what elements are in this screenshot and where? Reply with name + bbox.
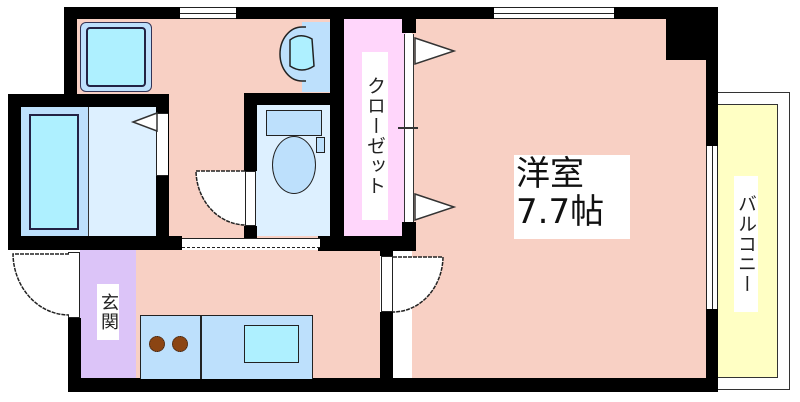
window-balcony-door[interactable] (706, 146, 718, 309)
western-room-label: 洋室 7.7帖 (514, 155, 630, 239)
wall-toilet-right (330, 7, 344, 251)
bathtub-basin (29, 114, 79, 230)
entrance-door-swing-icon[interactable] (12, 252, 70, 318)
washbasin-icon (279, 26, 315, 82)
kitchen-counter-divider (200, 315, 202, 379)
wall-bath-top (8, 94, 169, 107)
wall-left-upper (64, 7, 77, 95)
wall-top (64, 7, 718, 19)
wall-middle-bottom (318, 236, 416, 251)
bathroom-door-frame (156, 113, 168, 176)
wall-closet-right-bottom (402, 222, 416, 250)
wall-kitchen-room-divider-lower (380, 312, 393, 392)
western-room-name: 洋室 (516, 154, 584, 194)
washing-machine-drum (86, 27, 146, 87)
wall-bath-left (8, 94, 21, 249)
toilet-paper-holder (316, 137, 325, 153)
stove-burner-right (172, 336, 188, 352)
window-washroom-top (180, 7, 236, 19)
stove-burner-left (149, 336, 165, 352)
wall-closet-right-top (402, 7, 416, 33)
balcony-label: バルコニー (734, 176, 758, 312)
closet-door-lower-icon[interactable] (414, 192, 458, 222)
toilet-tank (266, 110, 322, 136)
wall-toilet-top (244, 93, 340, 105)
corner-pillar (666, 7, 718, 60)
wall-bath-bottom (8, 236, 182, 250)
kitchen-sink (244, 325, 299, 363)
wall-bottom (68, 378, 718, 392)
entrance-label: 玄関 (97, 284, 119, 340)
wall-kitchen-room-divider (380, 250, 393, 256)
window-room-top (494, 7, 614, 19)
room-door-leaf (381, 256, 393, 312)
wall-entrance-left (68, 318, 81, 392)
closet-door-upper-icon[interactable] (414, 36, 458, 66)
closet-door-mark (398, 127, 418, 129)
toilet-bowl (272, 136, 316, 194)
sliding-door-kitchen[interactable] (182, 238, 320, 248)
closet-label: クローゼット (362, 52, 388, 220)
wall-toilet-left (244, 93, 257, 171)
western-room-area: 7.7帖 (516, 192, 605, 232)
toilet-door-swing-icon[interactable] (195, 170, 247, 226)
bathroom-door-icon[interactable] (130, 111, 158, 138)
room-door-swing-icon[interactable] (392, 255, 445, 313)
wall-right-lower (706, 308, 718, 392)
toilet-door-leaf (245, 171, 256, 226)
